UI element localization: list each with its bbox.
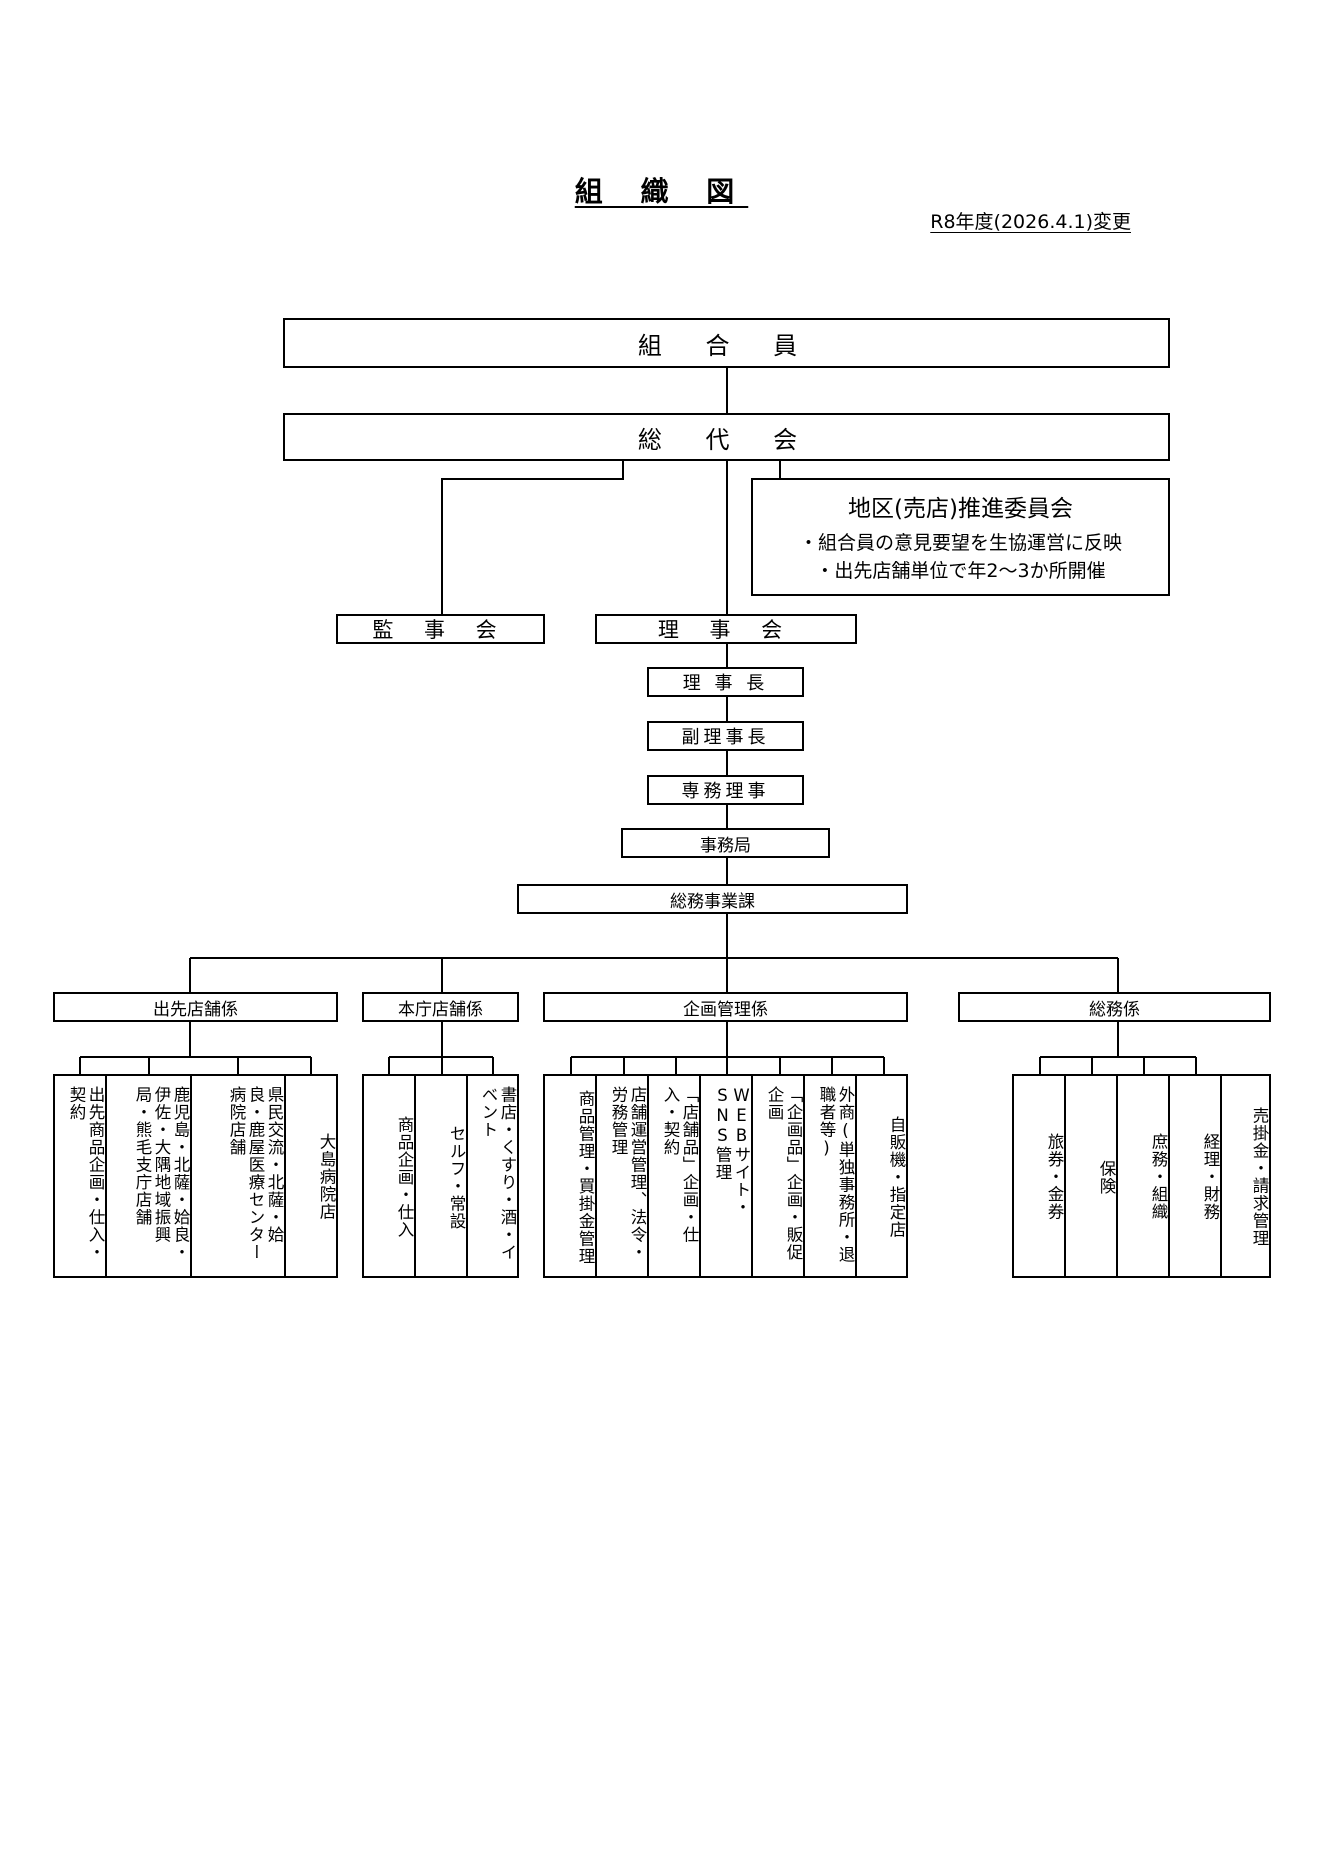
unit-label: 旅券・金券: [1045, 1133, 1064, 1221]
section-planning-management: 企画管理係: [543, 992, 908, 1022]
district-committee-box: 地区(売店)推進委員会 ・組合員の意見要望を生協運営に反映 ・出先店舗単位で年2…: [751, 478, 1170, 596]
board-box: 理 事 会: [595, 614, 857, 644]
unit-box: WEBサイト・SNS管理: [699, 1074, 753, 1278]
unit-label: 県民交流・北薩・姶良・鹿屋医療センター病院店舗: [227, 1086, 284, 1261]
unit-box: 「企画品」企画・販促企画: [751, 1074, 805, 1278]
unit-box: 店舗運営管理、法令・労務管理: [595, 1074, 649, 1278]
members-box: 組 合 員: [283, 318, 1170, 368]
section-general-affairs: 総務係: [958, 992, 1271, 1022]
unit-box: 経理・財務: [1168, 1074, 1222, 1278]
unit-box: 商品企画・仕入: [362, 1074, 416, 1278]
unit-box: 出先商品企画・仕入・契約: [53, 1074, 107, 1278]
unit-label: 売掛金・請求管理: [1250, 1107, 1269, 1247]
unit-box: 「店舗品」企画・仕入・契約: [647, 1074, 701, 1278]
unit-box: 自販機・指定店: [855, 1074, 908, 1278]
district-committee-title: 地区(売店)推進委員会: [848, 496, 1073, 522]
unit-box: 県民交流・北薩・姶良・鹿屋医療センター病院店舗: [190, 1074, 286, 1278]
unit-box: 商品管理・買掛金管理: [543, 1074, 597, 1278]
unit-label: 商品企画・仕入: [395, 1115, 414, 1239]
district-committee-note-1: ・組合員の意見要望を生協運営に反映: [798, 532, 1122, 554]
unit-label: 商品管理・買掛金管理: [576, 1089, 595, 1265]
unit-label: 「企画品」企画・販促企画: [765, 1086, 803, 1261]
unit-box: セルフ・常設: [414, 1074, 468, 1278]
revision-note: R8年度(2026.4.1)変更: [930, 211, 1131, 233]
secretariat-box: 事務局: [621, 828, 830, 858]
unit-box: 旅券・金券: [1012, 1074, 1066, 1278]
page-title: 組 織 図: [574, 175, 749, 208]
unit-label: 保険: [1097, 1159, 1116, 1195]
unit-box: 鹿児島・北薩・姶良・伊佐・大隅地域振興局・熊毛支庁店舗: [105, 1074, 192, 1278]
unit-label: 庶務・組織: [1149, 1133, 1168, 1221]
unit-label: 出先商品企画・仕入・契約: [67, 1086, 105, 1261]
unit-label: WEBサイト・SNS管理: [713, 1086, 751, 1216]
section-outlet-stores: 出先店舗係: [53, 992, 338, 1022]
section-main-office-stores: 本庁店舗係: [362, 992, 519, 1022]
district-committee-note-2: ・出先店舗単位で年2〜3か所開催: [815, 560, 1106, 582]
unit-label: 外商(単独事務所・退職者等): [817, 1086, 855, 1264]
unit-box: 大島病院店: [284, 1074, 338, 1278]
unit-box: 庶務・組織: [1116, 1074, 1170, 1278]
chairman-box: 理 事 長: [647, 667, 804, 697]
general-affairs-division-box: 総務事業課: [517, 884, 908, 914]
unit-box: 保険: [1064, 1074, 1118, 1278]
auditors-box: 監 事 会: [336, 614, 545, 644]
unit-label: 店舗運営管理、法令・労務管理: [609, 1086, 647, 1261]
unit-label: 経理・財務: [1201, 1133, 1220, 1221]
managing-director-box: 専務理事: [647, 775, 804, 805]
unit-label: 大島病院店: [317, 1133, 336, 1221]
unit-label: セルフ・常設: [447, 1124, 466, 1230]
unit-box: 売掛金・請求管理: [1220, 1074, 1271, 1278]
unit-box: 外商(単独事務所・退職者等): [803, 1074, 857, 1278]
vice-chairman-box: 副理事長: [647, 721, 804, 751]
unit-box: 書店・くすり・酒・イベント: [466, 1074, 519, 1278]
unit-label: 鹿児島・北薩・姶良・伊佐・大隅地域振興局・熊毛支庁店舗: [133, 1086, 190, 1261]
unit-label: 自販機・指定店: [887, 1115, 906, 1239]
general-assembly-box: 総 代 会: [283, 413, 1170, 461]
unit-label: 「店舗品」企画・仕入・契約: [661, 1086, 699, 1244]
unit-label: 書店・くすり・酒・イベント: [479, 1086, 517, 1261]
